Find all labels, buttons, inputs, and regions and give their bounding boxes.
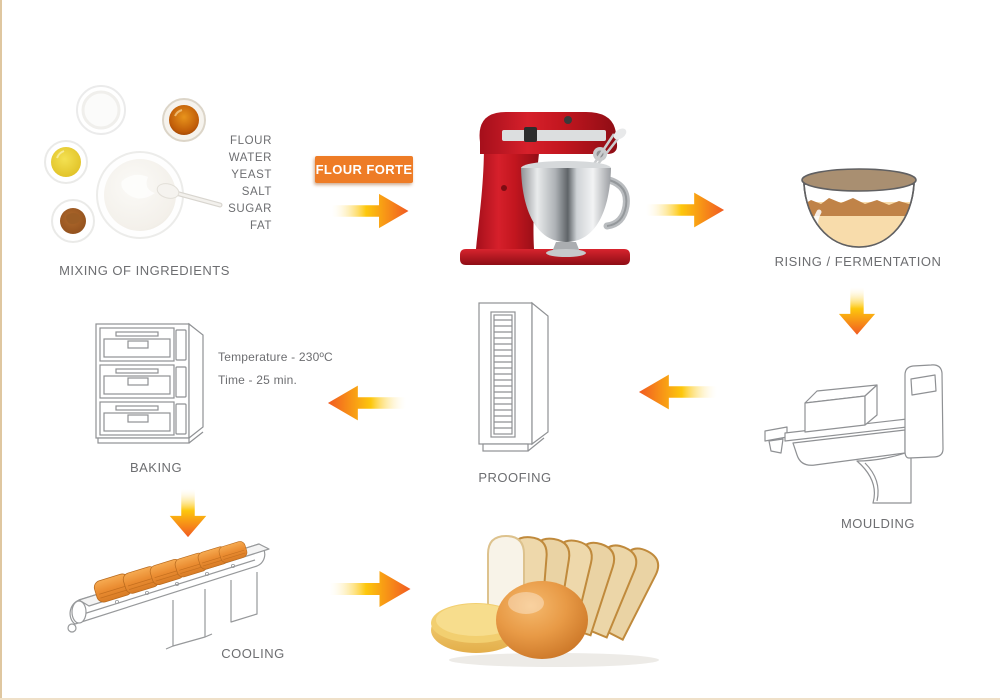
stage-label-baking: BAKING bbox=[129, 460, 183, 475]
cooling-conveyor-illustration bbox=[55, 536, 295, 659]
ingredients-bowls-illustration bbox=[44, 85, 223, 243]
stage-label-mixing: MIXING OF INGREDIENTS bbox=[59, 263, 230, 278]
ingredient-item: YEAST bbox=[231, 169, 272, 181]
stage-label-cooling: COOLING bbox=[221, 646, 285, 661]
ingredient-item: SALT bbox=[241, 186, 272, 198]
ingredient-list: FLOUR WATER YEAST SALT SUGAR FAT bbox=[190, 133, 272, 235]
arrow-right-icon bbox=[644, 190, 726, 235]
proofing-cabinet-illustration bbox=[468, 297, 563, 464]
left-edge-line bbox=[0, 0, 2, 700]
finished-bread-photo bbox=[424, 524, 684, 674]
ingredient-item: WATER bbox=[228, 152, 272, 164]
stage-label-proofing: PROOFING bbox=[478, 470, 552, 485]
baking-temperature-note: Temperature - 230ºC bbox=[218, 350, 333, 364]
stage-label-moulding: MOULDING bbox=[840, 516, 916, 531]
ingredient-item: SUGAR bbox=[228, 203, 272, 215]
bottom-edge-line bbox=[0, 698, 1000, 700]
stage-label-rising: RISING / FERMENTATION bbox=[774, 254, 942, 269]
arrow-left-icon bbox=[637, 372, 719, 417]
stand-mixer-illustration bbox=[450, 92, 645, 272]
arrow-left-icon bbox=[326, 383, 408, 428]
arrow-right-icon bbox=[327, 569, 413, 614]
baking-time-note: Time - 25 min. bbox=[218, 373, 298, 387]
arrow-down-icon bbox=[837, 285, 877, 342]
ingredients-photo bbox=[30, 85, 230, 250]
flour-forte-badge: FLOUR FORTE bbox=[315, 156, 413, 183]
ingredient-item: FLOUR bbox=[230, 135, 272, 147]
moulding-machine-illustration bbox=[757, 355, 957, 512]
arrow-right-icon bbox=[327, 192, 413, 235]
rising-bowl-illustration bbox=[797, 160, 922, 257]
arrow-down-icon bbox=[167, 487, 209, 544]
ingredient-item: FAT bbox=[249, 220, 272, 232]
deck-oven-illustration bbox=[90, 320, 215, 457]
